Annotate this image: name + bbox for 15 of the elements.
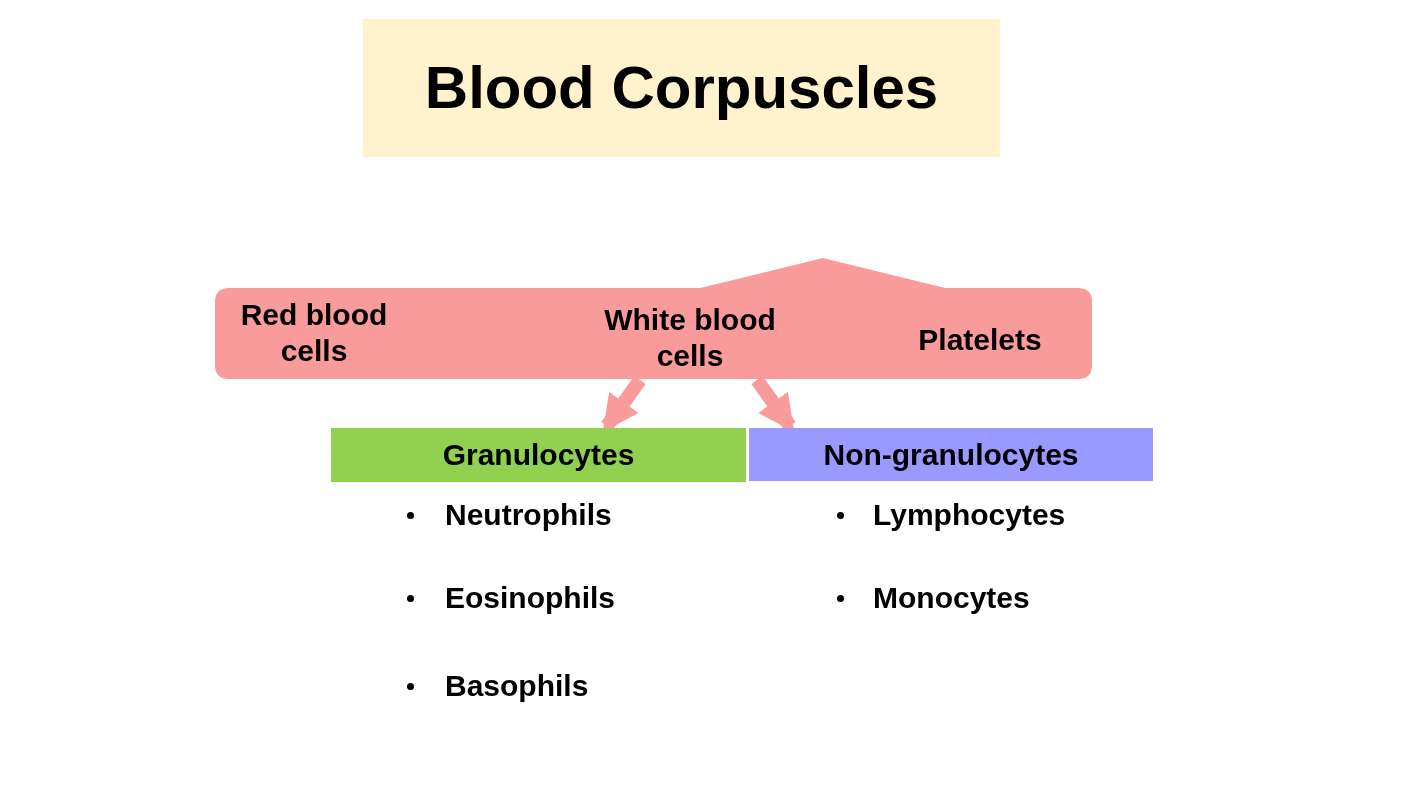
node-label: Granulocytes <box>441 437 636 473</box>
category-band <box>215 258 1092 379</box>
list-item: Basophils <box>445 669 589 703</box>
list-item: Monocytes <box>873 581 1030 615</box>
node-label: Non-granulocytes <box>822 436 1080 473</box>
category-box <box>331 428 746 482</box>
list-item: Lymphocytes <box>873 498 1066 532</box>
list-item: Eosinophils <box>445 581 615 615</box>
title-box <box>363 19 1000 157</box>
node-label: Platelets <box>917 322 1043 358</box>
list-item: Neutrophils <box>445 498 612 532</box>
category-box <box>749 428 1153 481</box>
node-label: White blood cells <box>603 302 777 374</box>
node-label: Blood Corpuscles <box>423 53 940 123</box>
node-label: Red blood cells <box>239 297 389 369</box>
